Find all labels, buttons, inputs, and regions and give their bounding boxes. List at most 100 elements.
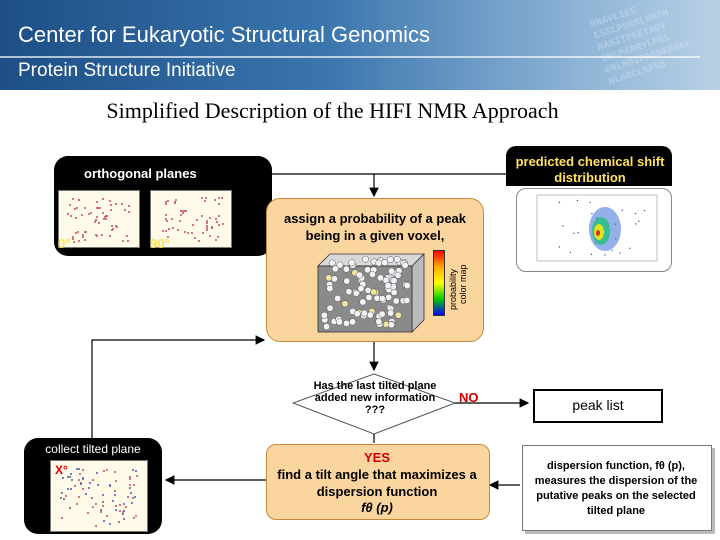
scatter-dot (221, 197, 224, 200)
scatter-dot (172, 226, 175, 229)
peak-list-box (533, 389, 663, 423)
scatter-dot (120, 203, 123, 206)
scatter-dot (80, 214, 83, 217)
voxel-cube (317, 253, 425, 333)
scatter-dot (115, 509, 118, 512)
voxel-peak (403, 282, 411, 290)
scatter-dot (211, 227, 214, 230)
scatter-dot (134, 515, 137, 518)
scatter-dot (184, 231, 187, 234)
scatter-dot (118, 520, 121, 523)
voxel-peak (328, 259, 336, 267)
voxel-peak (360, 309, 368, 317)
scatter-dot (165, 229, 168, 232)
voxel-peak (388, 267, 396, 275)
scatter-dot (67, 488, 70, 491)
scatter-dot (66, 476, 69, 479)
voxel-peak (343, 319, 350, 327)
scatter-dot (205, 222, 208, 225)
plane-0-angle-label: 0° (58, 236, 71, 251)
voxel-peak (336, 261, 344, 269)
scatter-dot (89, 482, 92, 485)
voxel-peak (320, 311, 328, 319)
predicted-point (577, 232, 579, 234)
scatter-dot (215, 218, 218, 221)
predicted-shift-label: predicted chemical shift distribution (515, 154, 665, 185)
scatter-dot (197, 239, 200, 242)
predicted-point (573, 232, 575, 235)
scatter-dot (182, 209, 185, 212)
scatter-dot (96, 235, 99, 238)
voxel-peak (368, 270, 376, 278)
voxel-peak (393, 255, 401, 263)
header-banner: RNAVLIEE ESSLPSRRLNNTH NASITPEETADY SNLP… (0, 0, 720, 90)
scatter-dot (111, 500, 114, 502)
scatter-dot (77, 240, 80, 243)
scatter-dot (209, 235, 212, 238)
scatter-dot (129, 492, 132, 495)
voxel-peak (326, 285, 334, 292)
scatter-dot (105, 515, 108, 518)
scatter-dot (187, 231, 190, 234)
scatter-dot (75, 503, 78, 506)
scatter-dot (110, 229, 113, 232)
scatter-dot (95, 233, 98, 236)
scatter-dot (185, 210, 188, 213)
voxel-peak (335, 318, 343, 326)
scatter-dot (77, 478, 80, 481)
scatter-dot (92, 479, 95, 482)
scatter-dot (202, 232, 205, 235)
predicted-point (629, 247, 631, 250)
voxel-peak (387, 309, 395, 317)
scatter-dot (180, 214, 183, 217)
scatter-dot (123, 518, 126, 521)
scatter-dot (122, 502, 125, 505)
predicted-point (634, 212, 637, 215)
scatter-dot (87, 212, 90, 215)
scatter-dot (122, 510, 125, 513)
scatter-dot (108, 484, 111, 487)
voxel-peak (385, 293, 393, 301)
voxel-peak (365, 293, 373, 301)
predicted-point (604, 254, 606, 256)
scatter-dot (81, 233, 84, 236)
scatter-dot (95, 207, 98, 210)
scatter-dot (71, 478, 74, 481)
scatter-dot (69, 506, 72, 509)
scatter-dot (166, 235, 169, 238)
voxel-peak (394, 311, 402, 319)
scatter-dot (191, 224, 194, 227)
scatter-dot (80, 481, 83, 484)
voxel-peak (330, 275, 338, 283)
scatter-dot (205, 228, 208, 231)
voxel-peak (366, 311, 374, 319)
scatter-dot (91, 496, 94, 499)
scatter-dot (119, 509, 122, 512)
scatter-dot (70, 215, 73, 218)
voxel-peak (401, 261, 409, 269)
predicted-point (558, 246, 561, 248)
predicted-point (589, 201, 591, 204)
page-title: Simplified Description of the HIFI NMR A… (106, 98, 559, 123)
scatter-dot (70, 473, 73, 476)
voxel-peak (370, 288, 378, 296)
predicted-point (590, 253, 592, 256)
scatter-dot (128, 205, 131, 208)
predicted-point (576, 199, 579, 202)
scatter-dot (119, 504, 122, 507)
probability-colormap (433, 250, 445, 316)
scatter-dot (218, 203, 221, 206)
scatter-dot (165, 219, 168, 222)
scatter-dot (168, 227, 171, 230)
predicted-shift-heatmap (536, 194, 658, 262)
scatter-dot (126, 234, 129, 237)
scatter-dot (217, 197, 220, 200)
scatter-dot (110, 203, 112, 206)
scatter-dot (75, 231, 77, 234)
scatter-dot (193, 237, 196, 240)
scatter-dot (181, 212, 184, 215)
voxel-peak (361, 255, 369, 263)
scatter-dot (102, 519, 105, 522)
scatter-dot (74, 207, 77, 210)
decision-yes-label: YES (363, 450, 390, 465)
